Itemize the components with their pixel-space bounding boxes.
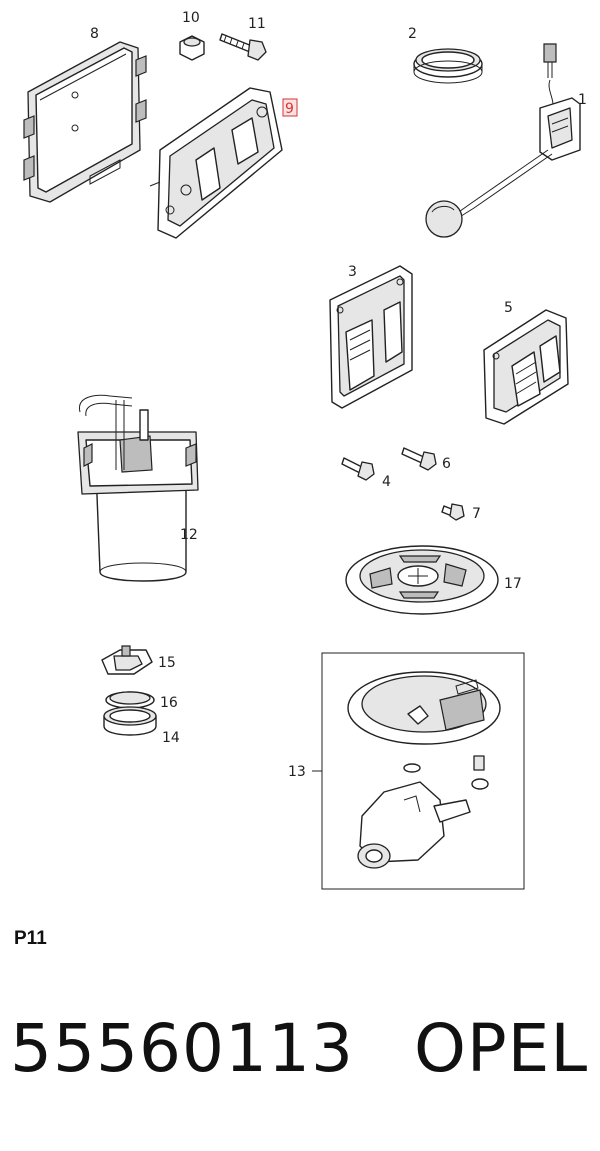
callout-1: 1	[578, 92, 587, 108]
part-12-fuel-pump-module[interactable]	[77, 394, 199, 582]
callout-13: 13	[288, 764, 306, 780]
callout-12: 12	[180, 527, 198, 543]
callout-8: 8	[90, 26, 99, 42]
part-number: 55560113	[10, 1010, 354, 1087]
parts-diagram: 1 2 3 4 5 6 7 8 9 10 11 12 13 14 15 16 1…	[23, 10, 587, 890]
callout-4: 4	[382, 474, 391, 490]
part-3-control-unit[interactable]	[329, 265, 413, 409]
part-2-sealing-ring[interactable]	[413, 48, 483, 84]
part-7-bolt[interactable]	[441, 503, 465, 521]
part-8-ecu-module[interactable]	[23, 41, 147, 203]
part-17-flange-gasket[interactable]	[345, 545, 499, 615]
part-10-nut[interactable]	[179, 35, 205, 61]
part-9-bracket[interactable]	[149, 87, 283, 239]
part-13-flange-assembly[interactable]	[312, 652, 525, 890]
callout-11: 11	[248, 16, 266, 32]
callout-3: 3	[348, 264, 357, 280]
part-5-control-unit[interactable]	[483, 309, 569, 425]
callout-17: 17	[504, 576, 522, 592]
callout-15: 15	[158, 655, 176, 671]
callout-9[interactable]: 9	[285, 101, 294, 117]
part-6-bolt[interactable]	[401, 447, 437, 471]
callout-10: 10	[182, 10, 200, 26]
callout-labels: 1 2 3 4 5 6 7 8 9 10 11 12 13 14 15 16 1…	[90, 10, 587, 780]
part-11-bolt[interactable]	[219, 33, 267, 61]
part-14-ring[interactable]	[103, 706, 157, 736]
callout-5: 5	[504, 300, 513, 316]
part-16-ring[interactable]	[105, 691, 155, 709]
callout-9-highlight-box	[282, 98, 298, 117]
callout-14: 14	[162, 730, 180, 746]
part-1-level-sensor[interactable]	[425, 43, 581, 238]
callout-2: 2	[408, 26, 417, 42]
callout-6: 6	[442, 456, 451, 472]
page-code: P11	[14, 928, 47, 949]
part-number-line: 55560113 OPEL	[10, 1010, 588, 1087]
brand-name: OPEL	[413, 1010, 589, 1087]
callout-7: 7	[472, 506, 481, 522]
callout-16: 16	[160, 695, 178, 711]
part-4-bolt[interactable]	[341, 457, 375, 481]
part-15-cap[interactable]	[101, 645, 153, 675]
